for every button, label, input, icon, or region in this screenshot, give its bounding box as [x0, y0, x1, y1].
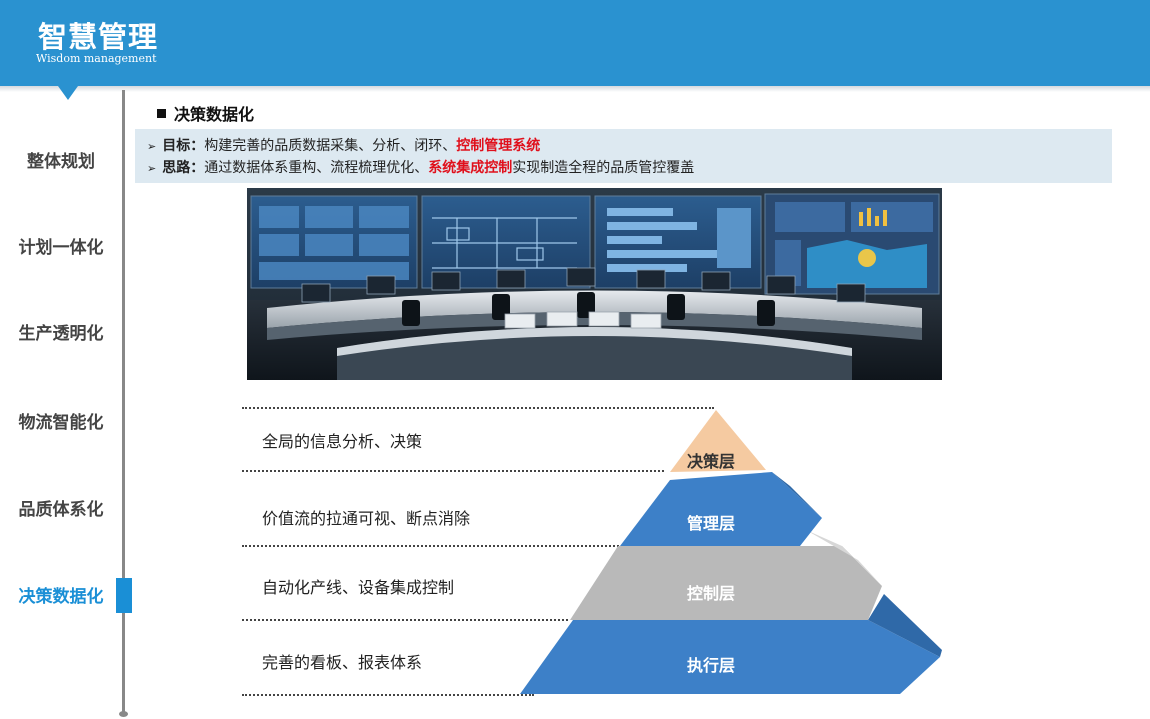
- pyramid-tier-management-side: [772, 472, 822, 518]
- sidebar-item-logistics-intelligence[interactable]: 物流智能化: [18, 413, 104, 433]
- info-box: ➢ 目标：构建完善的品质数据采集、分析、闭环、控制管理系统 ➢ 思路：通过数据体系重…: [135, 129, 1112, 183]
- layer-separator: [242, 470, 664, 472]
- layer-separator: [242, 407, 714, 409]
- layer-separator: [242, 619, 568, 621]
- pyramid-tier-execution-side: [868, 594, 942, 657]
- sidebar-item-decision-data[interactable]: 决策数据化: [18, 587, 104, 607]
- layer-description-decision: 全局的信息分析、决策: [262, 432, 423, 451]
- arrow-bullet-icon: ➢: [147, 140, 157, 153]
- layer-description-management: 价值流的拉通可视、断点消除: [262, 509, 471, 528]
- tier-label-execution: 执行层: [686, 656, 735, 675]
- sidebar-timeline: [122, 90, 125, 716]
- section-title-text: 决策数据化: [174, 105, 255, 124]
- goal-label: 目标：: [162, 138, 205, 154]
- approach-highlight: 系统集成控制: [428, 160, 513, 176]
- tier-label-control: 控制层: [686, 584, 735, 603]
- approach-label: 思路：: [162, 160, 205, 176]
- tier-label-decision: 决策层: [686, 452, 735, 471]
- layer-description-execution: 完善的看板、报表体系: [262, 653, 423, 672]
- sidebar-item-quality-system[interactable]: 品质体系化: [18, 500, 104, 520]
- control-room-illustration: [247, 188, 942, 380]
- layer-separator: [242, 694, 534, 696]
- page-title: 智慧管理: [38, 20, 159, 54]
- square-bullet-icon: [157, 109, 166, 118]
- page-subtitle: Wisdom management: [36, 52, 157, 65]
- approach-text-after: 实现制造全程的品质管控覆盖: [512, 160, 695, 176]
- header-pointer-icon: [58, 86, 78, 100]
- goal-line: ➢ 目标：构建完善的品质数据采集、分析、闭环、控制管理系统: [147, 135, 540, 155]
- sidebar-item-production-transparency[interactable]: 生产透明化: [18, 324, 104, 344]
- arrow-bullet-icon: ➢: [147, 162, 157, 175]
- layer-description-control: 自动化产线、设备集成控制: [262, 578, 455, 597]
- pyramid-tier-control-side: [806, 530, 882, 586]
- approach-line: ➢ 思路：通过数据体系重构、流程梳理优化、系统集成控制实现制造全程的品质管控覆盖: [147, 157, 694, 177]
- layer-separator: [242, 545, 642, 547]
- goal-highlight: 控制管理系统: [456, 138, 541, 154]
- header-bar: 智慧管理 Wisdom management: [0, 0, 1150, 86]
- sidebar-timeline-end: [119, 711, 128, 717]
- control-room-image: [247, 188, 942, 380]
- header-divider: [0, 86, 1150, 92]
- goal-text: 构建完善的品质数据采集、分析、闭环、: [204, 138, 457, 154]
- sidebar-item-plan-integration[interactable]: 计划一体化: [18, 238, 104, 258]
- sidebar-item-overall-plan[interactable]: 整体规划: [27, 152, 95, 172]
- approach-text-before: 通过数据体系重构、流程梳理优化、: [204, 160, 429, 176]
- active-item-marker: [116, 578, 132, 613]
- pyramid-tier-management: [620, 472, 822, 546]
- tier-label-management: 管理层: [686, 514, 735, 533]
- section-title: 决策数据化: [157, 101, 254, 125]
